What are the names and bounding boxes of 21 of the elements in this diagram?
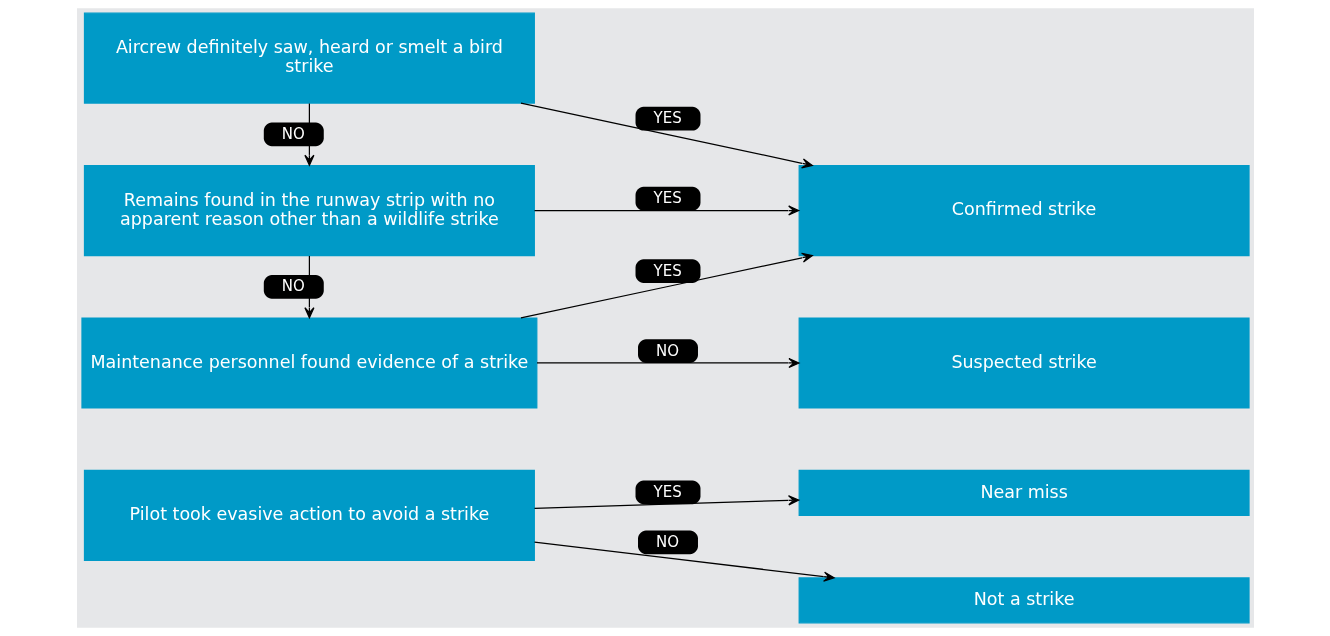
edge-label: NO	[281, 277, 305, 296]
edge-label: NO	[281, 124, 305, 143]
arrow	[519, 252, 813, 319]
arrow	[533, 541, 835, 582]
node-box: Confirmed strike	[798, 164, 1250, 257]
node-box: Aircrew definitely saw, heard or smelt a bird strike	[83, 12, 535, 104]
node-box: Not a strike	[798, 577, 1250, 624]
node-box: Near miss	[798, 469, 1250, 517]
arrow	[533, 495, 799, 509]
node-box: Maintenance personnel found evidence of a strike	[80, 317, 537, 409]
edge-label: YES	[653, 482, 682, 501]
node-box: Pilot took evasive action to avoid a strike	[83, 469, 535, 562]
edge-label: NO	[655, 341, 679, 360]
edge-label: YES	[653, 109, 682, 128]
arrow	[535, 357, 800, 369]
edge-label: YES	[653, 189, 682, 208]
node-box: Remains found in the runway strip with no apparent reason other than a wildlife strike	[83, 164, 535, 257]
node-box: Suspected strike	[798, 317, 1250, 409]
edge-label: YES	[653, 261, 682, 280]
edge-label: NO	[655, 532, 679, 551]
arrow	[519, 102, 813, 169]
